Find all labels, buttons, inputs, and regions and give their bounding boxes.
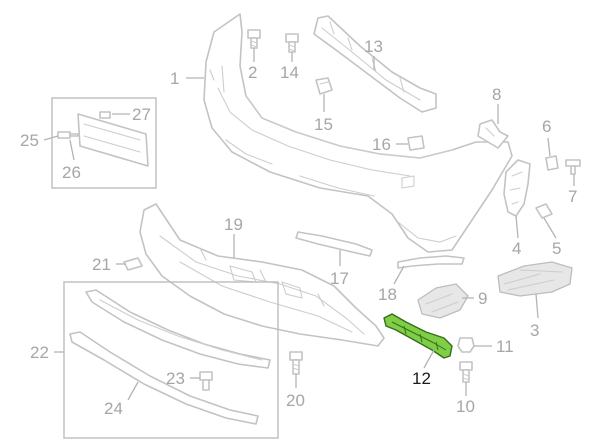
part-12-bracket-highlighted[interactable] bbox=[383, 313, 453, 359]
part-4-side-bracket[interactable] bbox=[503, 159, 531, 217]
part-13-absorber-bar[interactable] bbox=[313, 15, 437, 113]
callout-16[interactable]: 16 bbox=[372, 135, 391, 154]
part-25-license-plate-bracket[interactable] bbox=[77, 113, 149, 167]
callout-18[interactable]: 18 bbox=[378, 285, 397, 304]
callout-6[interactable]: 6 bbox=[542, 117, 551, 136]
part-23-bolt[interactable] bbox=[199, 371, 213, 391]
callout-labels: 1 2 3 4 5 6 7 8 9 10 11 12 13 14 15 16 1… bbox=[20, 37, 577, 418]
callout-4[interactable]: 4 bbox=[512, 239, 521, 258]
callout-17[interactable]: 17 bbox=[330, 269, 349, 288]
part-24-lower-trim[interactable] bbox=[69, 289, 271, 425]
part-7-screw[interactable] bbox=[565, 159, 581, 175]
part-9-deflector[interactable] bbox=[417, 283, 469, 319]
part-6-clip[interactable] bbox=[545, 155, 559, 171]
part-16-bracket[interactable] bbox=[407, 135, 425, 151]
part-15-clip[interactable] bbox=[315, 77, 333, 95]
callout-19[interactable]: 19 bbox=[224, 215, 243, 234]
callout-7[interactable]: 7 bbox=[568, 187, 577, 206]
group-25-box bbox=[51, 97, 157, 189]
callout-15[interactable]: 15 bbox=[314, 115, 333, 134]
part-10-bolt[interactable] bbox=[459, 361, 473, 383]
part-1-bumper-cover[interactable] bbox=[203, 13, 513, 253]
callout-5[interactable]: 5 bbox=[552, 239, 561, 258]
part-5-clip[interactable] bbox=[535, 203, 553, 219]
callout-12[interactable]: 12 bbox=[412, 369, 431, 388]
part-19-under-shield[interactable] bbox=[139, 203, 385, 347]
part-18-trim-strip[interactable] bbox=[397, 255, 465, 269]
callout-26[interactable]: 26 bbox=[62, 163, 81, 182]
callout-1[interactable]: 1 bbox=[170, 69, 179, 88]
callout-23[interactable]: 23 bbox=[166, 369, 185, 388]
part-3-lower-panel[interactable] bbox=[497, 261, 573, 297]
callout-2[interactable]: 2 bbox=[248, 63, 257, 82]
part-8-bracket[interactable] bbox=[477, 119, 509, 149]
group-22-box bbox=[63, 281, 279, 439]
callout-14[interactable]: 14 bbox=[280, 63, 299, 82]
callout-8[interactable]: 8 bbox=[492, 85, 501, 104]
callout-22[interactable]: 22 bbox=[30, 343, 49, 362]
callout-21[interactable]: 21 bbox=[92, 255, 111, 274]
part-21-clip[interactable] bbox=[123, 257, 143, 271]
part-11-nut[interactable] bbox=[457, 337, 475, 353]
part-20-bolt[interactable] bbox=[289, 351, 303, 375]
part-2-bolt[interactable] bbox=[247, 29, 261, 49]
part-26-screw[interactable] bbox=[57, 131, 79, 139]
part-17-trim-strip[interactable] bbox=[295, 231, 373, 257]
callout-27[interactable]: 27 bbox=[132, 105, 151, 124]
callout-25[interactable]: 25 bbox=[20, 131, 39, 150]
part-27-screw[interactable] bbox=[99, 111, 111, 119]
callout-20[interactable]: 20 bbox=[286, 391, 305, 410]
callout-11[interactable]: 11 bbox=[496, 337, 514, 356]
callout-13[interactable]: 13 bbox=[364, 37, 383, 56]
leader-lines bbox=[43, 48, 575, 401]
callout-9[interactable]: 9 bbox=[478, 289, 487, 308]
callout-24[interactable]: 24 bbox=[104, 399, 123, 418]
callout-3[interactable]: 3 bbox=[530, 321, 539, 340]
callout-10[interactable]: 10 bbox=[456, 397, 475, 416]
part-14-bolt[interactable] bbox=[285, 33, 299, 53]
